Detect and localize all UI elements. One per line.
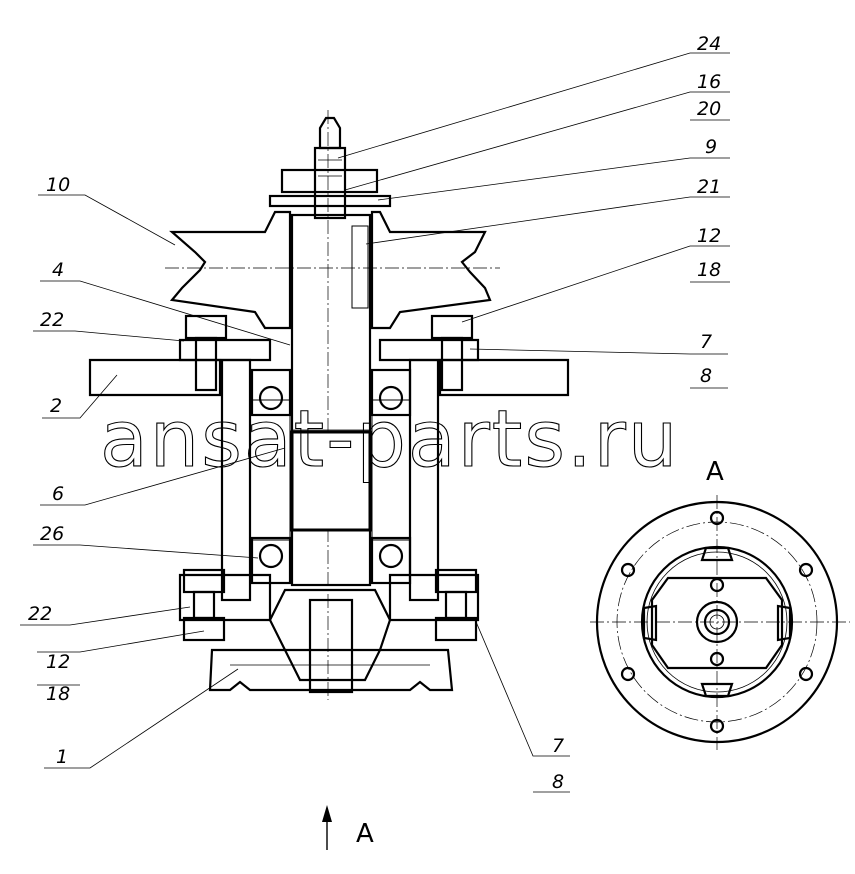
callout-labels: 24 16 20 9 21 12 18 7 8 10 4 22 2 6 26 2…: [28, 33, 721, 793]
shaft: [290, 213, 372, 587]
callout-6: 6: [52, 483, 64, 505]
callout-18-left: 18: [46, 683, 70, 705]
callout-8-right: 8: [700, 365, 712, 387]
base-plate-outline: [650, 576, 784, 670]
bolt-holes: [620, 510, 814, 734]
callout-1: 1: [56, 746, 68, 768]
grease-fitting-part-24: [318, 116, 342, 150]
bolt-circle: [616, 521, 818, 723]
callout-7-bottom: 7: [552, 735, 564, 757]
plate-part-2-right: [438, 358, 570, 397]
callout-26: 26: [40, 523, 64, 545]
flange-outer-circle: [595, 500, 839, 744]
watermark-text: ansat-parts.ru: [100, 395, 679, 485]
callout-7-right: 7: [700, 331, 712, 353]
view-a-label: A: [706, 457, 724, 487]
callout-24: 24: [697, 33, 721, 55]
arrow-label-a: A: [356, 819, 374, 849]
hub-bore: [308, 598, 354, 694]
washer-part-9: [268, 194, 392, 208]
view-a: A: [590, 457, 850, 750]
section-view: [88, 110, 570, 700]
bearing-bottom: [250, 536, 412, 585]
base-part-1: [208, 648, 454, 692]
shaft-spline: [290, 430, 372, 532]
hub-inner-circle: [703, 608, 731, 636]
leader-lines: [20, 52, 730, 793]
housing-top-flange-right: [378, 338, 480, 362]
hub-outer-circle: [695, 600, 739, 644]
key-part-21: [351, 225, 369, 309]
plate-part-2-left: [88, 358, 222, 397]
callout-9: 9: [705, 136, 717, 158]
callout-10: 10: [46, 174, 70, 196]
callout-21: 21: [697, 176, 721, 198]
callout-22-left: 22: [40, 309, 64, 331]
bottom-hub: [268, 588, 392, 682]
view-direction-arrow: A: [322, 805, 374, 850]
callout-4: 4: [52, 259, 64, 281]
housing-bottom-flange-right: [388, 573, 480, 622]
callout-12-left: 12: [46, 651, 70, 673]
spacer-right: [371, 399, 411, 541]
callout-8-bottom: 8: [552, 771, 564, 793]
top-nut: [280, 168, 379, 194]
bearing-top: [250, 368, 412, 417]
fitting-body: [313, 146, 347, 220]
callout-2: 2: [50, 395, 62, 417]
callout-12-right: 12: [697, 225, 721, 247]
callout-22-bottom: 22: [28, 603, 52, 625]
bolts: [182, 314, 478, 642]
housing-top-flange: [178, 338, 272, 362]
callout-18-right: 18: [697, 259, 721, 281]
pulley-part-10: [169, 210, 292, 330]
pulley-right: [370, 210, 492, 330]
callout-20: 20: [697, 98, 721, 120]
spacer-left: [249, 399, 291, 541]
callout-16: 16: [697, 71, 721, 93]
